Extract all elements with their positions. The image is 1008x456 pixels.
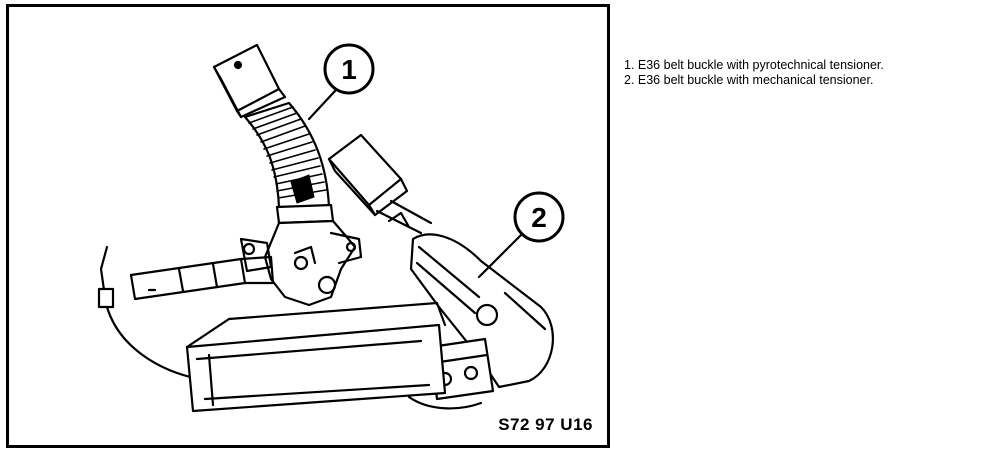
legend: 1. E36 belt buckle with pyrotechnical te… xyxy=(624,58,884,88)
seat-belt-buckle-illustration: 1 2 xyxy=(97,43,565,413)
figure-code: S72 97 U16 xyxy=(498,415,593,434)
callout-1-number: 1 xyxy=(341,54,357,85)
callout-1 xyxy=(307,43,375,121)
callout-2-number: 2 xyxy=(531,202,547,233)
callout-2 xyxy=(477,191,565,279)
legend-item-1: 1. E36 belt buckle with pyrotechnical te… xyxy=(624,58,884,72)
buckle-1-pyrotechnical xyxy=(97,43,363,381)
legend-item-2: 2. E36 belt buckle with mechanical tensi… xyxy=(624,73,874,87)
diagram-frame: 1 2 S72 97 U16 xyxy=(6,4,610,448)
buckle-2-mechanical xyxy=(185,133,555,413)
